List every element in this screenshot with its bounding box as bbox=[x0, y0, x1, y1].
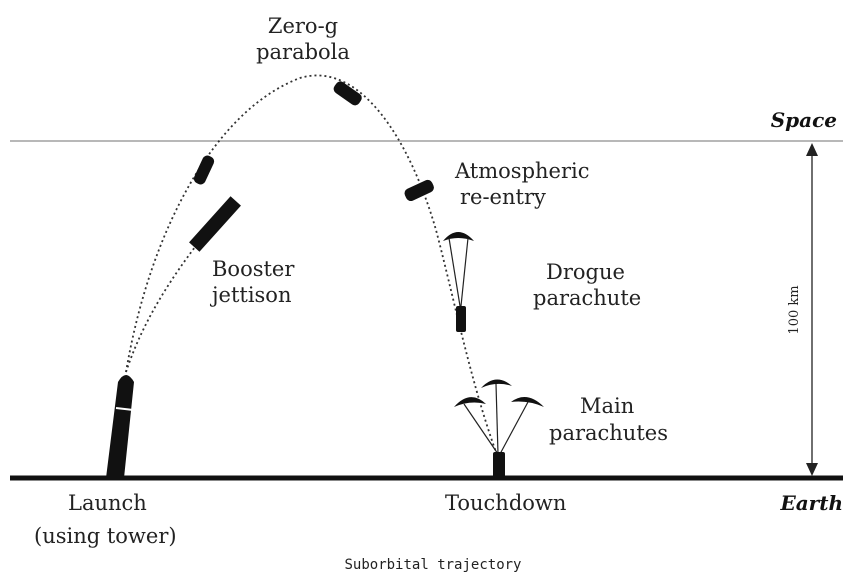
atmospheric-label-line1: Atmospheric bbox=[454, 159, 589, 183]
spacecraft-reentry bbox=[404, 179, 434, 202]
booster-label-line2: jettison bbox=[209, 283, 291, 307]
launch-vehicle bbox=[106, 375, 134, 478]
zero-g-label-line1: Zero-g bbox=[268, 14, 338, 38]
drogue-label-line1: Drogue bbox=[546, 260, 625, 284]
drogue-parachute bbox=[443, 232, 474, 332]
diagram-caption: Suborbital trajectory bbox=[344, 557, 521, 573]
altitude-label: 100 km bbox=[787, 285, 802, 334]
booster-jettison-body bbox=[189, 196, 241, 252]
trajectory-path bbox=[125, 74, 497, 453]
space-label: Space bbox=[771, 108, 837, 132]
launch-label-line1: Launch bbox=[68, 491, 147, 515]
earth-label: Earth bbox=[779, 491, 843, 515]
spacecraft-ascent bbox=[193, 155, 215, 185]
zero-g-label-line2: parabola bbox=[256, 40, 350, 64]
main-parachutes-label-line2: parachutes bbox=[549, 421, 668, 445]
altitude-arrow bbox=[806, 143, 818, 476]
booster-branch-path bbox=[125, 205, 229, 373]
main-parachutes bbox=[454, 379, 544, 478]
launch-label-line2: (using tower) bbox=[34, 524, 177, 548]
drogue-label-line2: parachute bbox=[533, 286, 641, 310]
touchdown-label: Touchdown bbox=[445, 491, 566, 515]
atmospheric-label-line2: re-entry bbox=[460, 185, 546, 209]
main-parachutes-label-line1: Main bbox=[580, 394, 634, 418]
booster-label-line1: Booster bbox=[212, 257, 295, 281]
spacecraft-apex bbox=[333, 81, 362, 106]
